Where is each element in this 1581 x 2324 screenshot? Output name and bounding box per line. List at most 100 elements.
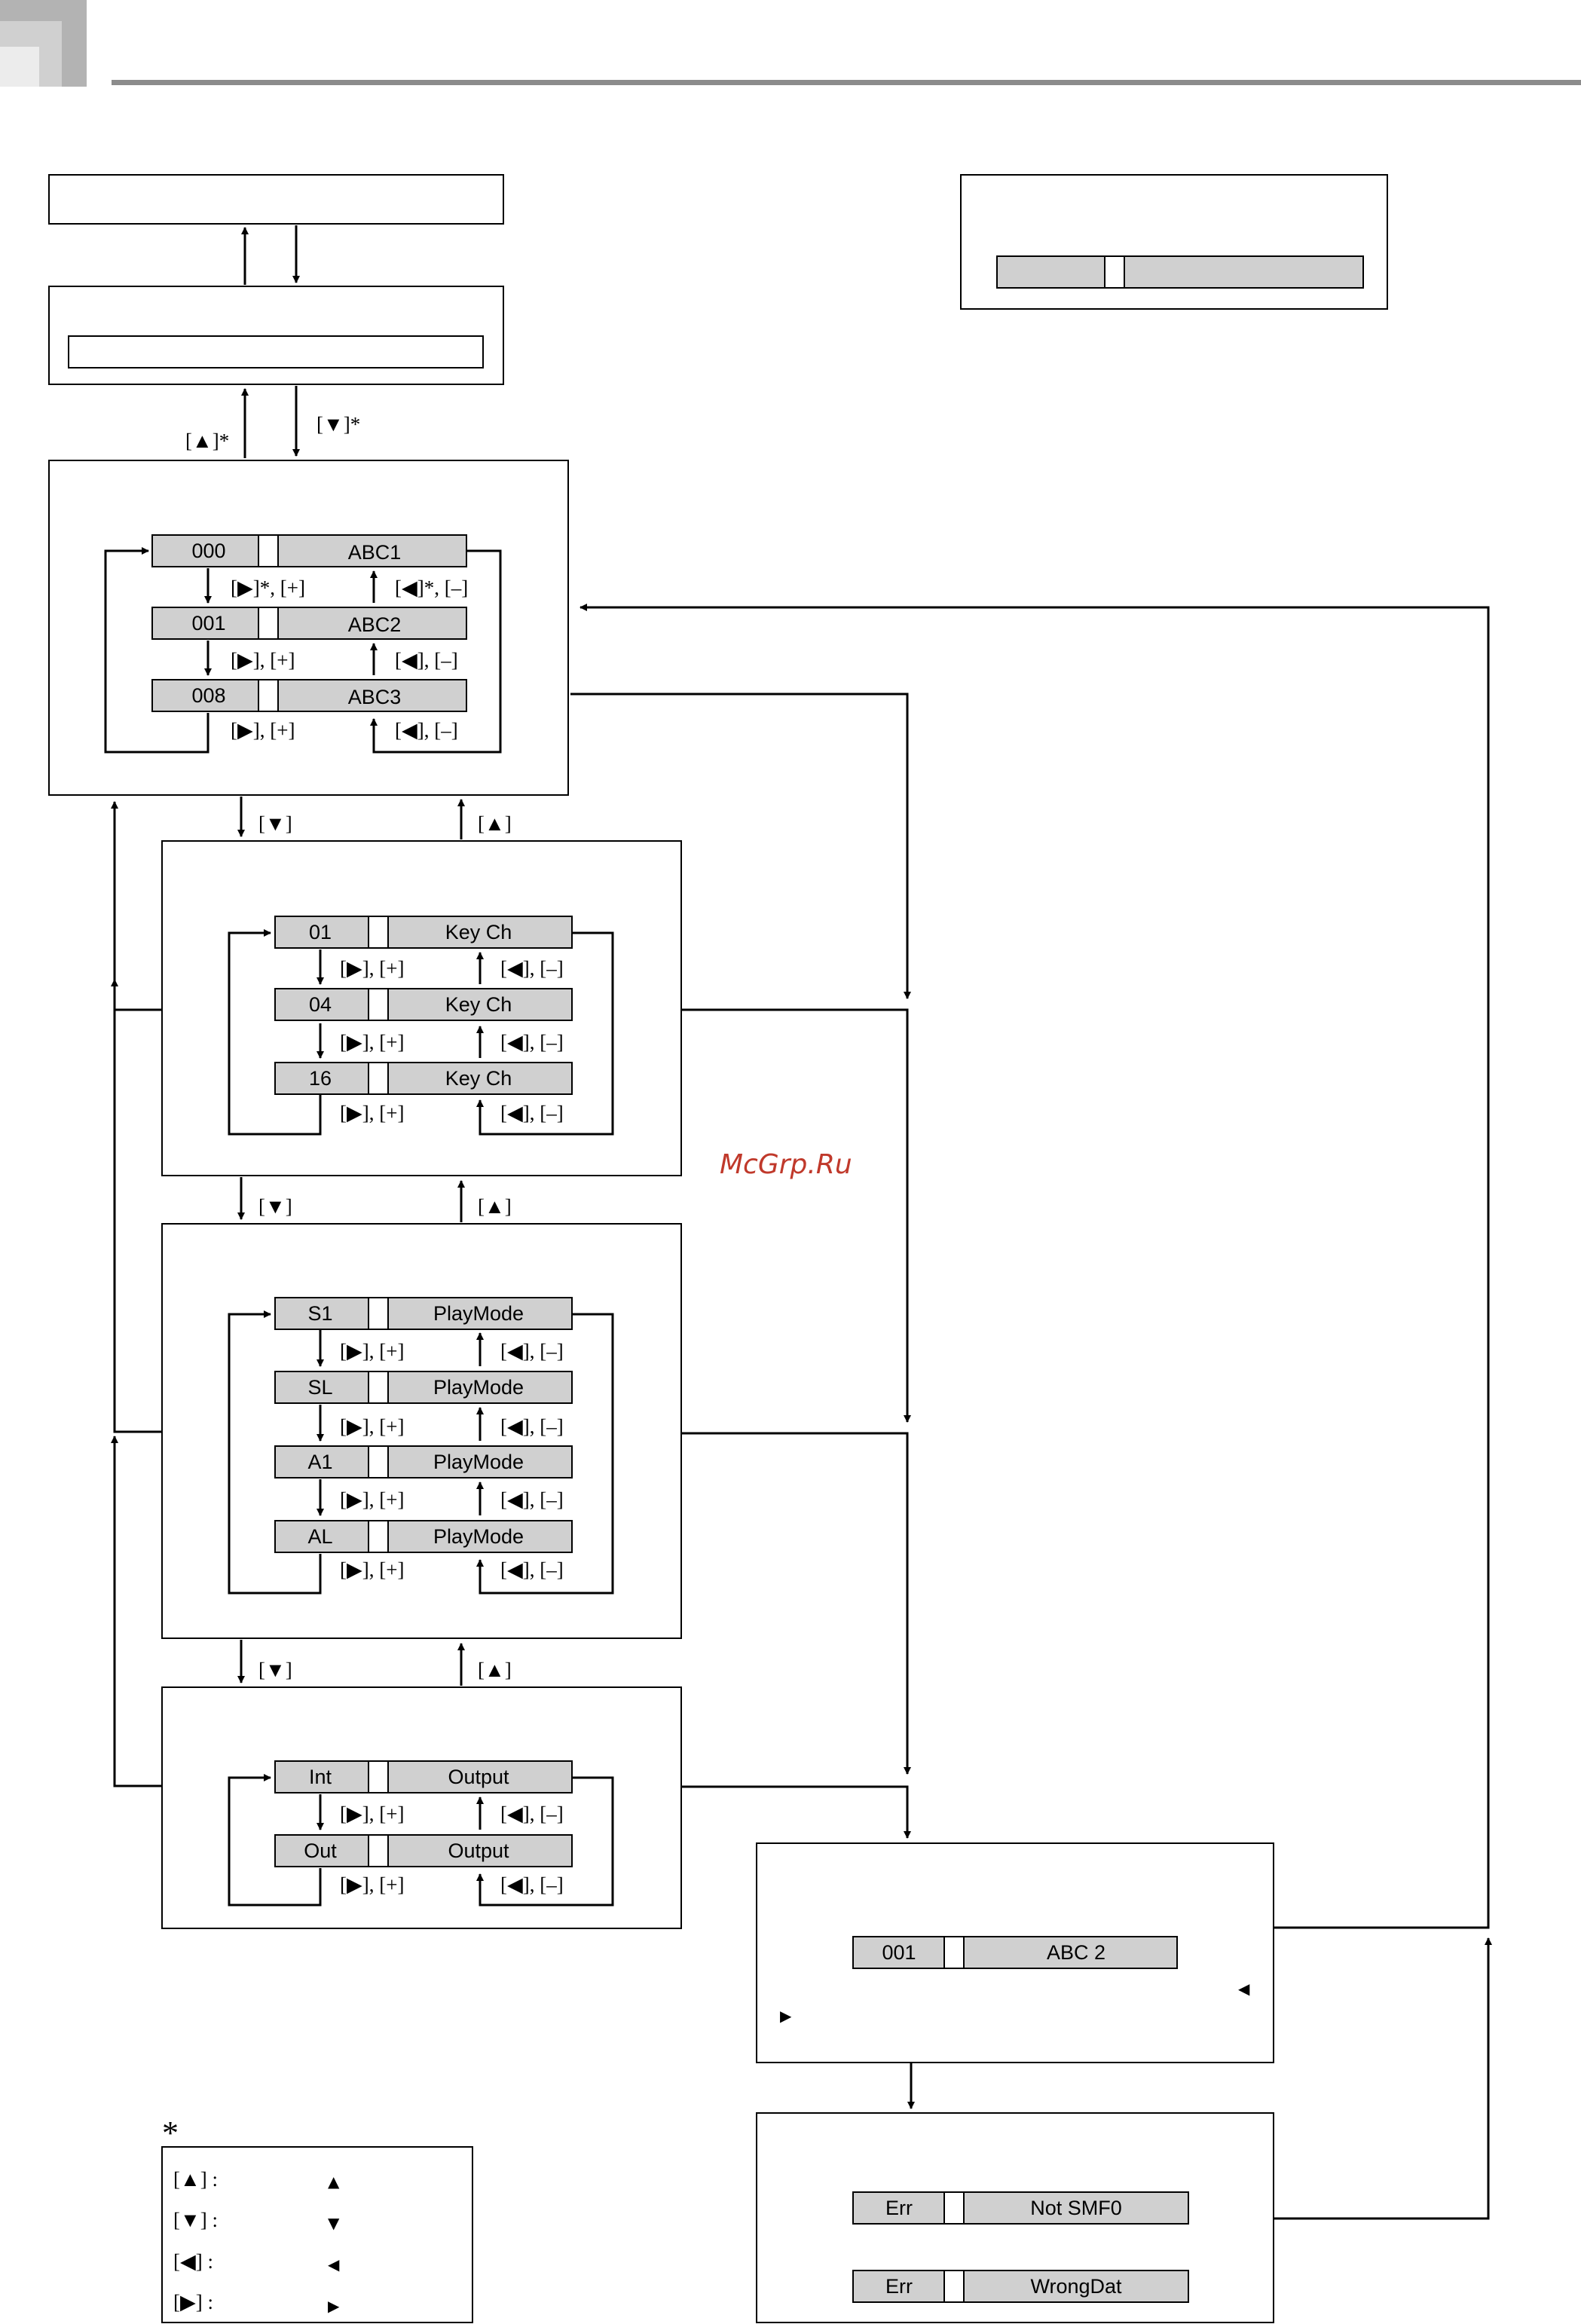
next-label: [▶], [+]	[340, 1873, 404, 1896]
prev-label: [◀], [–]	[500, 1488, 564, 1511]
next-label: [▶], [+]	[340, 1102, 404, 1124]
next-label: [▶], [+]	[340, 1488, 404, 1511]
next-label: [▶], [+]	[231, 719, 295, 742]
prev-label: [◀], [–]	[500, 1031, 564, 1053]
channel-name: Key Ch	[445, 921, 512, 943]
song-select-panel: 000 ABC1 001 ABC2 008 ABC3 [▶]*, [+] [◀]…	[48, 460, 569, 796]
triangle-left-icon: ◀	[328, 2255, 340, 2274]
up-label: [▲]	[478, 1195, 512, 1218]
next-label: [▶], [+]	[340, 1031, 404, 1053]
prev-label: [◀], [–]	[500, 1803, 564, 1825]
output-name: Output	[448, 1766, 509, 1788]
output-name: Output	[448, 1839, 509, 1862]
mode-value: A1	[307, 1451, 332, 1473]
up-label: [▲]	[478, 812, 512, 835]
channel-name: Key Ch	[445, 1067, 512, 1090]
next-label: [▶], [+]	[340, 1558, 404, 1581]
prev-label: [◀], [–]	[395, 719, 458, 742]
play-mode-row-2: A1 PlayMode	[274, 1445, 573, 1478]
nav-arrows-1	[237, 797, 465, 839]
key-channel-row-1: 04 Key Ch	[274, 988, 573, 1021]
down-label: [▼]	[258, 1659, 292, 1681]
right-pointer-icon: ▶	[780, 2007, 792, 2025]
error-panel: Err Not SMF0 Err WrongDat	[756, 2112, 1274, 2323]
return-lines-left	[111, 801, 162, 1787]
mode-name: PlayMode	[433, 1302, 524, 1325]
legend-asterisk: *	[162, 2115, 179, 2151]
down-label: [▼]	[258, 1195, 292, 1218]
playback-song-number: 001	[882, 1941, 916, 1964]
key-channel-row-2: 16 Key Ch	[274, 1062, 573, 1095]
down-star-label: [▼]*	[317, 413, 360, 436]
prev-label: [◀], [–]	[500, 957, 564, 980]
mode-value: S1	[307, 1302, 332, 1325]
prev-label: [◀], [–]	[500, 1558, 564, 1581]
prev-label: [◀], [–]	[395, 649, 458, 671]
song-name: ABC3	[348, 686, 402, 708]
prev-label: [◀], [–]	[500, 1873, 564, 1896]
key-channel-panel: 01 Key Ch 04 Key Ch 16 Key Ch [▶], [+] […	[161, 840, 682, 1176]
play-mode-row-3: AL PlayMode	[274, 1520, 573, 1553]
output-row-1: Out Output	[274, 1834, 573, 1867]
output-value: Out	[304, 1839, 337, 1862]
prev-label: [◀], [–]	[500, 1340, 564, 1362]
playback-song-name: ABC 2	[1047, 1941, 1105, 1964]
song-number: 000	[191, 540, 225, 562]
song-row-1: 001 ABC2	[151, 607, 467, 640]
left-pointer-icon: ◀	[1238, 1980, 1250, 1998]
legend-key-down: [▼] :	[173, 2209, 218, 2231]
mode-name: PlayMode	[433, 1451, 524, 1473]
song-number: 001	[191, 612, 225, 635]
channel-number: 04	[309, 993, 332, 1016]
legend: * [▲] : [▼] : [◀] : [▶] : ▲ ▼ ◀ ▶	[161, 2115, 473, 2323]
header-decoration	[0, 0, 1581, 87]
prev-label: [◀], [–]	[500, 1415, 564, 1438]
watermark: McGrp.Ru	[720, 1149, 852, 1180]
song-number: 008	[191, 684, 225, 707]
next-label: [▶], [+]	[340, 1415, 404, 1438]
error-code: Err	[885, 2197, 913, 2219]
merge-lines-right	[570, 604, 1492, 2220]
error-message: WrongDat	[1030, 2275, 1122, 2298]
legend-key-right: [▶] :	[173, 2291, 213, 2313]
song-row-2: 008 ABC3	[151, 679, 467, 712]
output-value: Int	[309, 1766, 332, 1788]
triangle-down-icon: ▼	[328, 2214, 340, 2232]
error-row-0: Err Not SMF0	[852, 2191, 1189, 2225]
playback-panel: 001 ABC 2 ◀ ▶	[756, 1842, 1274, 2063]
key-channel-row-0: 01 Key Ch	[274, 916, 573, 949]
next-label: [▶], [+]	[340, 1340, 404, 1362]
song-name: ABC1	[348, 541, 402, 564]
output-panel: Int Output Out Output [▶], [+] [◀], [–] …	[161, 1686, 682, 1929]
error-code: Err	[885, 2275, 913, 2298]
mode-value: SL	[307, 1376, 332, 1399]
next-label: [▶], [+]	[340, 1803, 404, 1825]
triangle-right-icon: ▶	[328, 2297, 340, 2315]
song-name: ABC2	[348, 613, 402, 636]
legend-key-up: [▲] :	[173, 2168, 218, 2191]
channel-number: 01	[309, 921, 332, 943]
legend-key-left: [◀] :	[173, 2250, 213, 2273]
nav-arrows-3	[237, 1640, 465, 1686]
next-label: [▶], [+]	[231, 649, 295, 671]
triangle-up-icon: ▲	[328, 2173, 340, 2191]
mode-name: PlayMode	[433, 1525, 524, 1548]
prev-label: [◀], [–]	[500, 1102, 564, 1124]
song-bar-box	[48, 286, 504, 385]
error-message: Not SMF0	[1030, 2197, 1122, 2219]
next-label: [▶], [+]	[340, 957, 404, 980]
play-mode-row-0: S1 PlayMode	[274, 1297, 573, 1330]
song-row-0: 000 ABC1	[151, 534, 467, 567]
output-row-0: Int Output	[274, 1760, 573, 1793]
error-row-1: Err WrongDat	[852, 2270, 1189, 2303]
nav-arrows-2	[237, 1177, 465, 1222]
mode-value: AL	[307, 1525, 332, 1548]
top-display-box	[48, 174, 504, 225]
mode-name: PlayMode	[433, 1376, 524, 1399]
up-star-label: [▲]*	[185, 430, 229, 452]
play-mode-panel: S1 PlayMode SL PlayMode A1 PlayMode AL P…	[161, 1223, 682, 1639]
down-label: [▼]	[258, 812, 292, 835]
channel-name: Key Ch	[445, 993, 512, 1016]
